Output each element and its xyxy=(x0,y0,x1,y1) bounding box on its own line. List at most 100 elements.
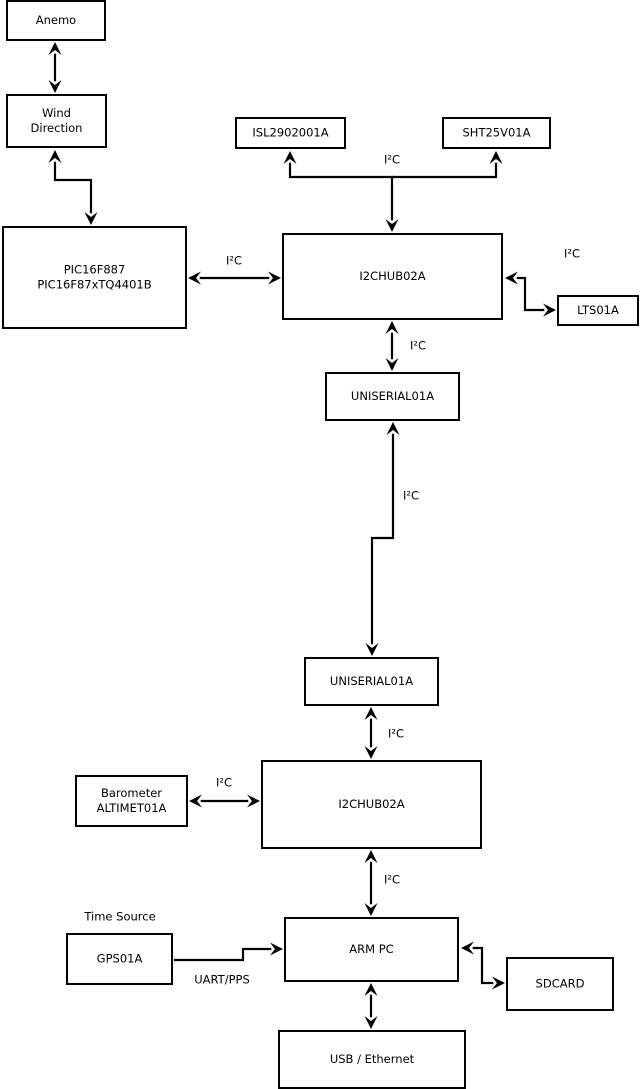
block-label: PIC16F87xTQ4401B xyxy=(37,278,151,292)
block-outline xyxy=(325,372,460,421)
block-label: USB / Ethernet xyxy=(330,1052,415,1066)
block-outline xyxy=(66,933,173,985)
block-label: ALTIMET01A xyxy=(97,801,167,815)
block-label: I2CHUB02A xyxy=(338,797,404,811)
block-outline xyxy=(557,295,639,326)
connector-e-hub-sht xyxy=(392,151,503,179)
arrowhead-icon xyxy=(505,271,518,285)
connector-line xyxy=(288,162,394,221)
block-outline xyxy=(282,233,503,320)
arrowhead-icon xyxy=(247,794,260,808)
free-labels-layer: Time Source xyxy=(83,910,155,924)
arrowhead-icon xyxy=(283,151,297,164)
arrowhead-icon xyxy=(364,850,378,863)
annotation-time-source: Time Source xyxy=(83,910,155,924)
block-label: I2CHUB02A xyxy=(359,269,425,283)
connector-label: I²C xyxy=(388,727,404,741)
block-outline xyxy=(6,0,106,41)
block-outline xyxy=(506,957,614,1011)
edges-layer: I²C I²C I²C I²C I²C I²C I²C I²C UART/PPS xyxy=(48,42,580,1029)
connector-e-armpc-sdcard xyxy=(461,941,505,990)
block-usbeth[interactable]: USB / Ethernet xyxy=(278,1030,466,1089)
block-label: Barometer xyxy=(101,786,162,800)
block-label: Wind xyxy=(42,106,71,120)
block-label: PIC16F887 xyxy=(64,263,126,277)
arrowhead-icon xyxy=(489,151,503,164)
block-uniserial_bot[interactable]: UNISERIAL01A xyxy=(304,657,439,706)
block-sht[interactable]: SHT25V01A xyxy=(442,117,551,149)
block-outline xyxy=(235,117,346,149)
connector-label: I²C xyxy=(410,339,426,353)
connector-line xyxy=(53,161,93,214)
arrowhead-icon xyxy=(492,976,505,990)
block-label: UNISERIAL01A xyxy=(330,674,413,688)
arrowhead-icon xyxy=(364,1016,378,1029)
connector-e-hub-sensors: I²C xyxy=(283,151,400,232)
connector-e-hubbot-armpc: I²C xyxy=(364,850,400,916)
arrowhead-icon xyxy=(386,422,400,435)
connector-label: I²C xyxy=(403,489,419,503)
block-outline xyxy=(442,117,551,149)
arrowhead-icon xyxy=(364,903,378,916)
block-outline xyxy=(284,917,459,982)
block-outline xyxy=(75,775,188,827)
block-label: LTS01A xyxy=(577,303,619,317)
arrowhead-icon xyxy=(385,321,399,334)
arrowhead-icon xyxy=(461,941,474,955)
connector-label: UART/PPS xyxy=(194,973,250,987)
connector-line xyxy=(472,946,494,985)
connector-label: I²C xyxy=(226,254,242,268)
block-hub_top[interactable]: I2CHUB02A xyxy=(282,233,503,320)
arrowhead-icon xyxy=(385,219,399,232)
arrowhead-icon xyxy=(189,794,202,808)
block-anemo[interactable]: Anemo xyxy=(6,0,106,41)
arrowhead-icon xyxy=(543,303,556,317)
block-label: ARM PC xyxy=(349,942,393,956)
block-hub_bot[interactable]: I2CHUB02A xyxy=(261,760,482,849)
arrowhead-icon xyxy=(84,212,98,225)
block-label: GPS01A xyxy=(97,952,143,966)
block-label: SHT25V01A xyxy=(463,126,531,140)
arrowhead-icon xyxy=(188,271,201,285)
arrowhead-icon xyxy=(270,942,283,956)
block-sdcard[interactable]: SDCARD xyxy=(506,957,614,1011)
block-label: Anemo xyxy=(36,13,76,27)
arrowhead-icon xyxy=(268,271,281,285)
connector-e-uniserial-link: I²C xyxy=(365,422,419,656)
connector-label: I²C xyxy=(384,873,400,887)
block-label: ISL2902001A xyxy=(252,126,328,140)
connector-e-hub-lts: I²C xyxy=(505,247,580,317)
connector-e-pic-wind xyxy=(48,150,98,225)
arrowhead-icon xyxy=(365,643,379,656)
connector-line xyxy=(516,276,545,312)
block-gps[interactable]: GPS01A xyxy=(66,933,173,985)
block-outline xyxy=(6,94,107,148)
connector-e-pic-hub: I²C xyxy=(188,254,281,285)
connector-e-anemo-wind xyxy=(48,42,62,93)
block-outline xyxy=(278,1030,466,1089)
block-label: SDCARD xyxy=(536,977,585,991)
block-uniserial_top[interactable]: UNISERIAL01A xyxy=(325,372,460,421)
arrowhead-icon xyxy=(48,42,62,55)
block-armpc[interactable]: ARM PC xyxy=(284,917,459,982)
block-outline xyxy=(2,226,187,329)
block-outline xyxy=(304,657,439,706)
connector-e-hub-uniserial: I²C xyxy=(385,321,426,371)
block-lts[interactable]: LTS01A xyxy=(557,295,639,326)
block-label: UNISERIAL01A xyxy=(351,389,434,403)
arrowhead-icon xyxy=(385,358,399,371)
block-label: Direction xyxy=(31,121,83,135)
connector-e-armpc-usbeth xyxy=(364,983,378,1029)
connector-line xyxy=(370,433,395,645)
connector-label: I²C xyxy=(216,776,232,790)
block-isl[interactable]: ISL2902001A xyxy=(235,117,346,149)
arrowhead-icon xyxy=(364,707,378,720)
connector-e-gps-armpc: UART/PPS xyxy=(174,942,283,987)
arrowhead-icon xyxy=(48,150,62,163)
